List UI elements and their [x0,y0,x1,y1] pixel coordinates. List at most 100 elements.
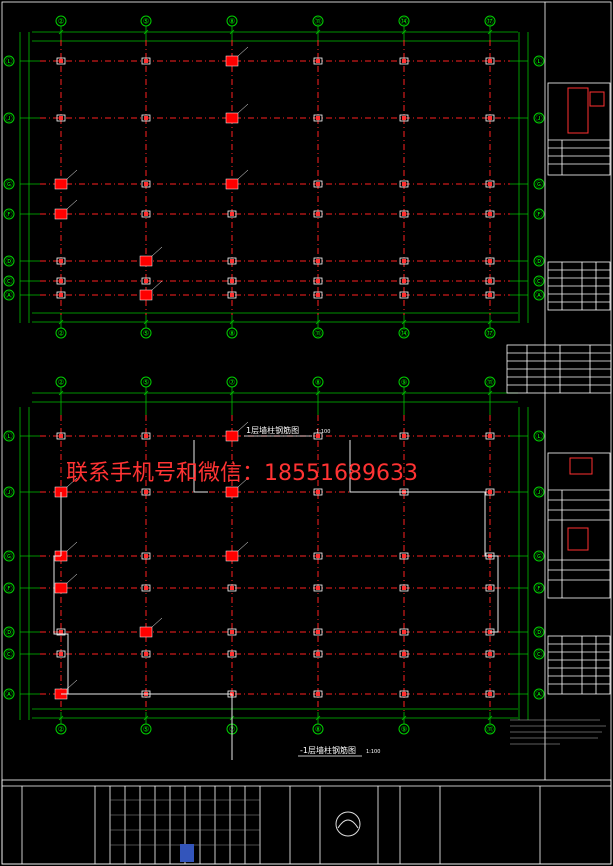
axis-bubble-top [140,376,152,388]
column-detail [225,178,239,190]
column-core [316,259,320,263]
axis-bubble-top-label: ⑪ [487,379,494,387]
column [141,180,151,188]
column-core [488,59,492,63]
axis-bubble-right [533,275,545,287]
column [485,114,495,122]
axis-bubble-top-label: ⑧ [229,18,235,26]
column [485,690,495,698]
axis-bubble-right [533,550,545,562]
axis-bubble-top-label: ⑦ [229,379,235,387]
axis-bubble-right [533,178,545,190]
detail-table-5 [547,635,611,695]
axis-bubble-left-label: Ⓛ [6,58,13,66]
column-core [402,554,406,558]
column [141,57,151,65]
column-core [59,630,63,634]
notes-block [510,719,606,745]
column [399,628,409,636]
axis-bubble-bottom [55,723,67,735]
axis-bubble-left-label: Ⓕ [6,211,13,219]
axis-bubble-bottom [398,327,410,339]
column [141,210,151,218]
axis-bubble-right-label: Ⓖ [536,181,543,189]
axis-bubble-right-label: Ⓛ [536,58,543,66]
column-core [316,182,320,186]
axis-bubble-bottom-label: ⑧ [229,330,235,338]
wall-outline [193,467,208,493]
column [485,291,495,299]
axis-bubble-left-label: Ⓖ [6,181,13,189]
axis-bubble-left-label: Ⓙ [6,489,13,497]
column [313,210,323,218]
column [485,584,495,592]
column [399,584,409,592]
column-core [316,630,320,634]
title-block [1,779,612,865]
axis-bubble-left-label: Ⓖ [6,553,13,561]
axis-bubble-left [3,486,15,498]
column-core [144,490,148,494]
axis-bubble-left [3,430,15,442]
column-core [488,116,492,120]
column-core [488,182,492,186]
column-detail [54,582,68,594]
axis-bubble-bottom [55,327,67,339]
column [485,488,495,496]
axis-bubble-right [533,112,545,124]
column-core [316,434,320,438]
axis-bubble-right [533,55,545,67]
axis-bubble-bottom [484,327,496,339]
axis-bubble-right-label: Ⓛ [536,433,543,441]
column-core [402,182,406,186]
axis-bubble-right-label: Ⓐ [536,691,543,699]
axis-bubble-right-label: Ⓓ [536,258,543,266]
axis-bubble-left [3,582,15,594]
column [227,650,237,658]
axis-bubble-left [3,55,15,67]
column [313,57,323,65]
column-core [402,59,406,63]
column [399,277,409,285]
column [313,277,323,285]
column [227,257,237,265]
column-core [59,652,63,656]
column [399,690,409,698]
axis-bubble-top-label: ⑤ [143,18,149,26]
column-core [488,586,492,590]
column [56,114,66,122]
axis-bubble-left [3,275,15,287]
column [227,291,237,299]
watermark: 联系手机号和微信：18551689633 [66,461,418,486]
axis-bubble-right-label: Ⓒ [536,278,543,286]
column [313,257,323,265]
column-core [488,279,492,283]
column-detail [225,55,239,67]
column-core [316,279,320,283]
axis-bubble-right [533,688,545,700]
axis-bubble-right [533,255,545,267]
axis-bubble-left [3,626,15,638]
detail-table-1 [547,82,611,176]
axis-bubble-bottom [312,723,324,735]
column [56,628,66,636]
axis-bubble-bottom-label: ⑭ [401,330,408,338]
column [485,57,495,65]
column-core [316,59,320,63]
axis-bubble-top-label: ② [58,18,64,26]
column-core [59,259,63,263]
column [56,650,66,658]
axis-bubble-left [3,112,15,124]
axis-bubble-top [484,15,496,27]
axis-bubble-left [3,255,15,267]
column-core [488,434,492,438]
column-core [402,652,406,656]
axis-bubble-right-label: Ⓓ [536,629,543,637]
axis-bubble-bottom-label: ⑪ [487,726,494,734]
axis-bubble-bottom [398,723,410,735]
plan-top-title: 1层墙柱钢筋图 [246,425,299,435]
column-core [316,586,320,590]
column [399,114,409,122]
axis-bubble-right-label: Ⓙ [536,115,543,123]
